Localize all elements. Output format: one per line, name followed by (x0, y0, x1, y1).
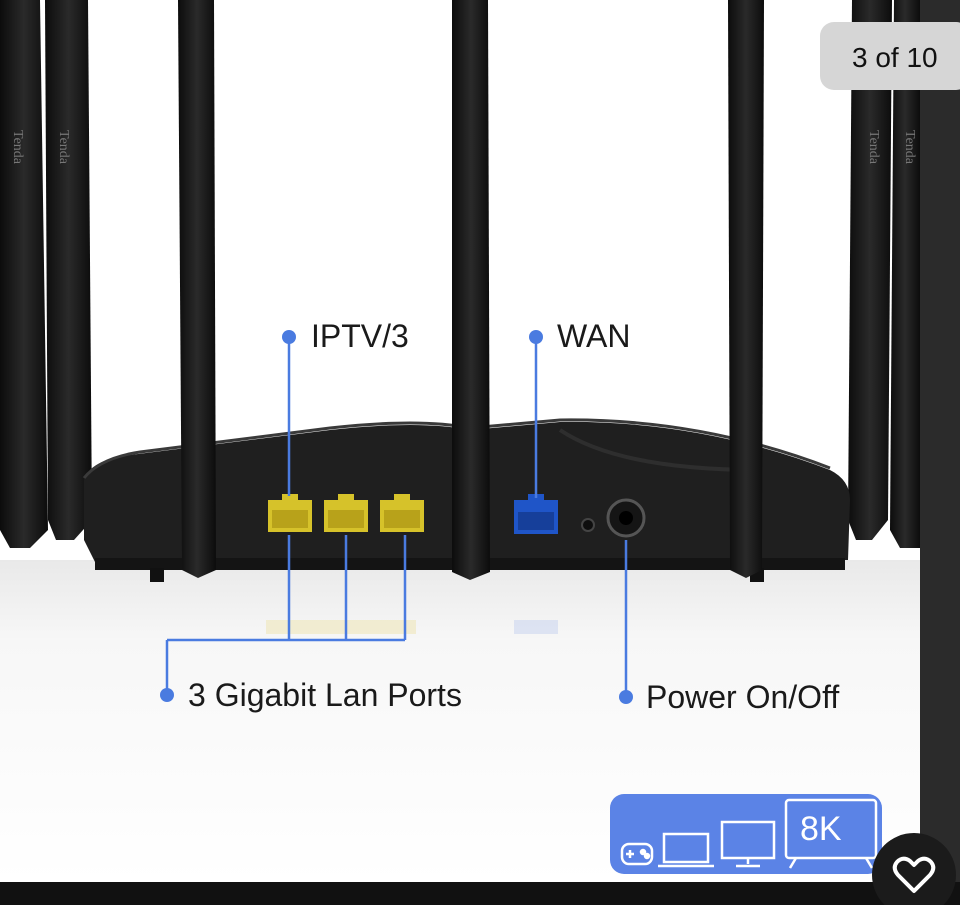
wan-label: WAN (557, 318, 631, 354)
svg-text:Tenda: Tenda (866, 130, 881, 165)
router-illustration: Tenda Tenda Tenda Tenda (0, 0, 920, 882)
callout-lines (165, 337, 628, 697)
image-counter: 3 of 10 (820, 22, 960, 90)
antenna-center (452, 0, 490, 580)
image-counter-text: 3 of 10 (852, 42, 938, 73)
product-photo: Tenda Tenda Tenda Tenda (0, 0, 920, 882)
laptop-icon (658, 832, 714, 868)
antenna-right-inner: Tenda (848, 0, 892, 540)
svg-text:Tenda: Tenda (56, 130, 71, 165)
callout-dots (160, 330, 633, 704)
antenna-right-outer: Tenda (890, 0, 920, 548)
antenna-center-left (178, 0, 216, 578)
tv-icon (784, 798, 878, 869)
lan-port-2 (324, 494, 368, 532)
badge-8k-text: 8K (800, 810, 842, 848)
lan-ports-label: 3 Gigabit Lan Ports (188, 677, 462, 713)
reset-button-hole (581, 518, 595, 532)
heart-icon (892, 856, 936, 893)
lan-port-1 (268, 494, 312, 532)
iptv-label: IPTV/3 (311, 318, 409, 354)
wan-port (514, 494, 558, 534)
lan-port-3 (380, 494, 424, 532)
device-support-badge: 8K (610, 794, 882, 874)
power-jack (606, 498, 646, 538)
antenna-left-inner: Tenda (45, 0, 92, 540)
gamepad-icon (620, 842, 654, 866)
monitor-icon (720, 820, 776, 868)
antenna-center-right (728, 0, 764, 578)
viewer-bottom-bar (0, 882, 960, 905)
favorite-button[interactable] (872, 833, 956, 905)
power-label: Power On/Off (646, 679, 840, 715)
svg-text:Tenda: Tenda (10, 130, 25, 165)
antenna-left-outer: Tenda (0, 0, 48, 548)
svg-text:Tenda: Tenda (902, 130, 917, 165)
